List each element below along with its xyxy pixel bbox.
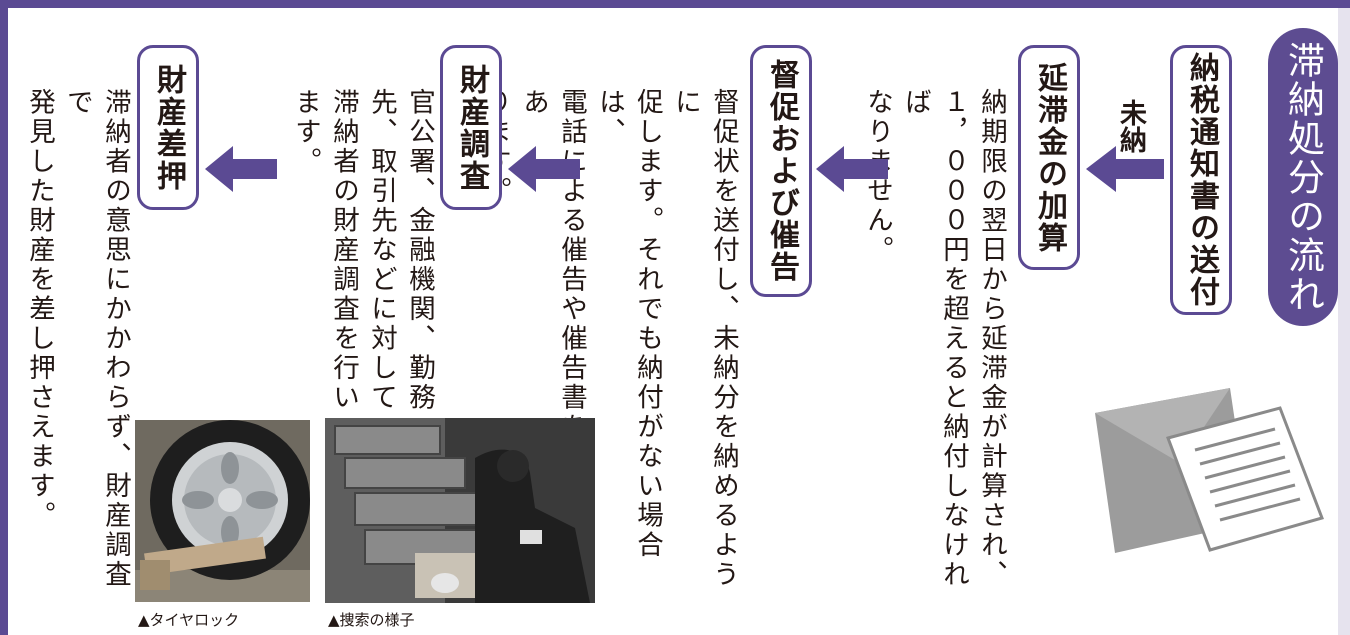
- step-investigation: 財産調査: [440, 45, 502, 210]
- reminder-text-line: 督促状を送付し、未納分を納めるように: [670, 88, 739, 590]
- step-seizure-label: 財産差押: [151, 63, 186, 192]
- seizure-text-line: 発見した財産を差し押さえます。: [24, 88, 55, 531]
- surcharge-text-line: 納期限の翌日から延滞金が計算され、: [976, 88, 1007, 590]
- surcharge-text: 納期限の翌日から延滞金が計算され、 １，０００円を超えると納付しなければ なりま…: [862, 88, 1010, 608]
- unpaid-label-text: 未納: [1115, 99, 1146, 153]
- search-photo: [325, 418, 595, 603]
- envelope-document-icon: [1095, 388, 1324, 553]
- seizure-text-line: 滞納者の意思にかかわらず、財産調査で: [62, 88, 131, 590]
- investigation-text: 官公署、金融機関、勤務 先、取引先などに対して 滞納者の財産調査を行い ます。: [278, 88, 438, 418]
- left-arrow-icon: [816, 146, 888, 192]
- step-surcharge-label: 延滞金の加算: [1032, 61, 1067, 254]
- search-photo-caption: ▲捜索の様子: [328, 611, 415, 629]
- left-arrow-icon: [508, 146, 580, 192]
- tire-lock-photo-caption: ▲タイヤロック: [138, 611, 240, 629]
- left-arrow-icon: [205, 146, 277, 192]
- surcharge-text-line: １，０００円を超えると納付しなければ: [900, 88, 969, 590]
- seizure-text: 滞納者の意思にかかわらず、財産調査で 発見した財産を差し押さえます。: [24, 88, 134, 608]
- page-title-text: 滞納処分の流れ: [1281, 40, 1325, 314]
- investigation-text-line: ます。: [290, 88, 321, 177]
- investigation-text-line: 先、取引先などに対して: [366, 88, 397, 413]
- step-surcharge: 延滞金の加算: [1018, 45, 1080, 270]
- reminder-text-line: 促します。それでも納付がない場合は、: [594, 88, 663, 560]
- step-tax-notice-label: 納税通知書の送付: [1184, 52, 1219, 308]
- left-arrow-icon: [1086, 146, 1164, 192]
- reminder-text: 督促状を送付し、未納分を納めるように 促します。それでも納付がない場合は、 電話…: [480, 88, 742, 608]
- step-investigation-label: 財産調査: [454, 63, 489, 192]
- step-seizure: 財産差押: [137, 45, 199, 210]
- tire-lock-photo: [135, 420, 310, 602]
- step-reminder: 督促および催告: [750, 45, 812, 297]
- investigation-text-line: 官公署、金融機関、勤務: [404, 88, 435, 413]
- step-tax-notice: 納税通知書の送付: [1170, 45, 1232, 315]
- page-title: 滞納処分の流れ: [1268, 28, 1338, 326]
- investigation-text-line: 滞納者の財産調査を行い: [328, 88, 359, 413]
- step-reminder-label: 督促および催告: [764, 59, 799, 283]
- unpaid-label: 未納: [1108, 86, 1152, 166]
